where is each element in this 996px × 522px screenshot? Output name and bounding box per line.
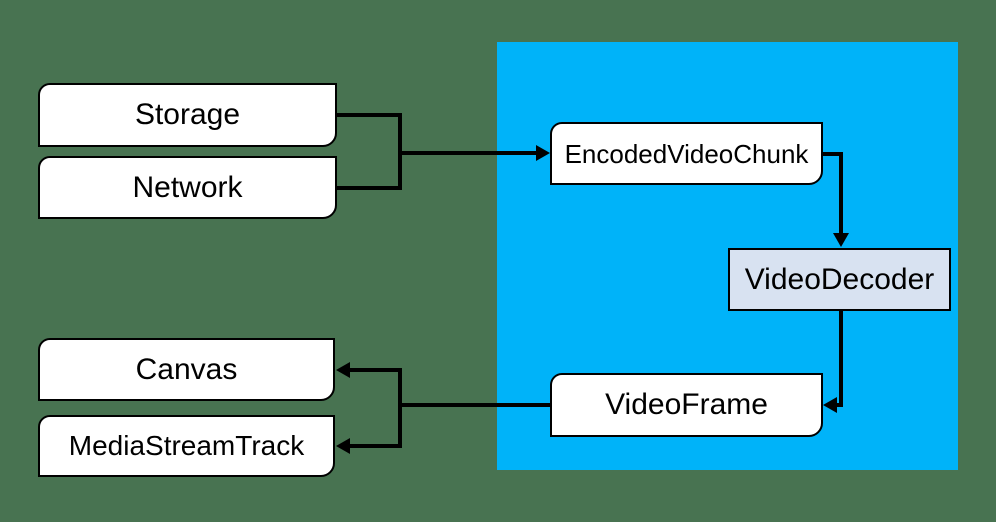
node-media-stream-track: MediaStreamTrack (38, 415, 335, 477)
arrowhead-down-icon (833, 233, 849, 247)
node-network-label: Network (132, 170, 243, 204)
connector-down-to-decoder (839, 152, 843, 234)
node-encoded-video-chunk: EncodedVideoChunk (550, 122, 823, 185)
connector-to-encodedvideochunk (398, 151, 536, 155)
node-video-frame-label: VideoFrame (605, 388, 768, 421)
node-video-frame: VideoFrame (550, 373, 823, 437)
node-storage: Storage (38, 83, 337, 147)
node-media-stream-track-label: MediaStreamTrack (68, 430, 305, 461)
arrowhead-left-icon (823, 397, 837, 413)
node-video-decoder-label: VideoDecoder (744, 262, 935, 296)
connector-storage-out (337, 113, 402, 117)
connector-videoframe-out (400, 403, 550, 407)
node-network: Network (38, 156, 337, 219)
node-encoded-video-chunk-label: EncodedVideoChunk (564, 138, 809, 169)
arrowhead-right-icon (536, 145, 550, 161)
node-canvas-label: Canvas (135, 352, 238, 386)
node-video-decoder: VideoDecoder (728, 248, 951, 311)
connector-decoder-down (839, 311, 843, 406)
node-storage-label: Storage (134, 98, 241, 131)
arrowhead-left-icon (336, 438, 350, 454)
connector-encodedvideochunk-out (823, 152, 843, 156)
arrowhead-left-icon (336, 362, 350, 378)
connector-to-mediastreamtrack (350, 444, 402, 448)
connector-to-canvas (350, 368, 402, 372)
connector-into-videoframe (837, 403, 843, 407)
connector-network-out (337, 186, 402, 190)
connector-split-vertical-bottom (398, 368, 402, 448)
node-canvas: Canvas (38, 338, 335, 401)
